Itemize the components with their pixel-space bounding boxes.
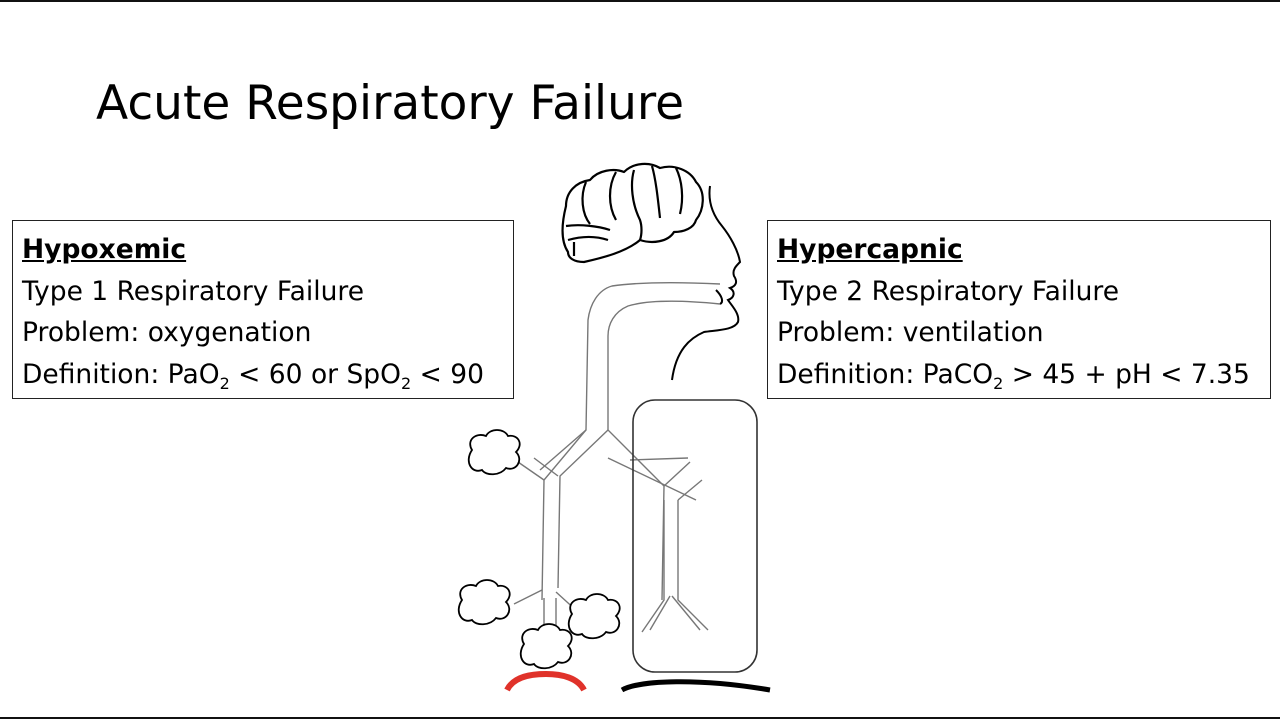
- hypoxemic-heading: Hypoxemic: [22, 234, 187, 265]
- hypoxemic-problem: Problem: oxygenation: [22, 317, 312, 348]
- hypoxemic-def-prefix: Definition: PaO: [22, 358, 220, 390]
- hypercapnic-box: Hypercapnic Type 2 Respiratory Failure P…: [767, 220, 1271, 399]
- hypercapnic-heading: Hypercapnic: [777, 234, 963, 265]
- hypoxemic-def-mid: < 60 or SpO: [229, 358, 401, 390]
- slide-title: Acute Respiratory Failure: [96, 76, 685, 131]
- hypoxemic-def-suffix: < 90: [411, 358, 484, 390]
- hypoxemic-type: Type 1 Respiratory Failure: [22, 275, 365, 307]
- face-profile-icon: [671, 185, 742, 381]
- bottom-border: [0, 717, 1280, 719]
- hypercapnic-problem: Problem: ventilation: [777, 317, 1044, 348]
- hypercapnic-definition: Definition: PaCO2 > 45 + pH < 7.35: [777, 354, 1262, 396]
- alveoli-cluster-icon: [457, 429, 621, 670]
- right-lung-outline: [632, 399, 758, 673]
- right-diaphragm: [620, 679, 771, 693]
- hypercapnic-def-sub: 2: [993, 373, 1004, 393]
- hypoxemic-definition: Definition: PaO2 < 60 or SpO2 < 90: [22, 354, 505, 396]
- top-border: [0, 0, 1280, 2]
- hypercapnic-type: Type 2 Respiratory Failure: [777, 275, 1120, 307]
- trachea-airway: [513, 282, 721, 633]
- hypoxemic-box: Hypoxemic Type 1 Respiratory Failure Pro…: [12, 220, 514, 399]
- hypercapnic-def-prefix: Definition: PaCO: [777, 358, 994, 390]
- brain-icon: [561, 162, 704, 264]
- left-diaphragm: [504, 670, 587, 692]
- hypoxemic-def-sub2: 2: [400, 373, 412, 393]
- hypercapnic-def-suffix: > 45 + pH < 7.35: [1003, 358, 1250, 390]
- hypoxemic-def-sub1: 2: [219, 373, 230, 393]
